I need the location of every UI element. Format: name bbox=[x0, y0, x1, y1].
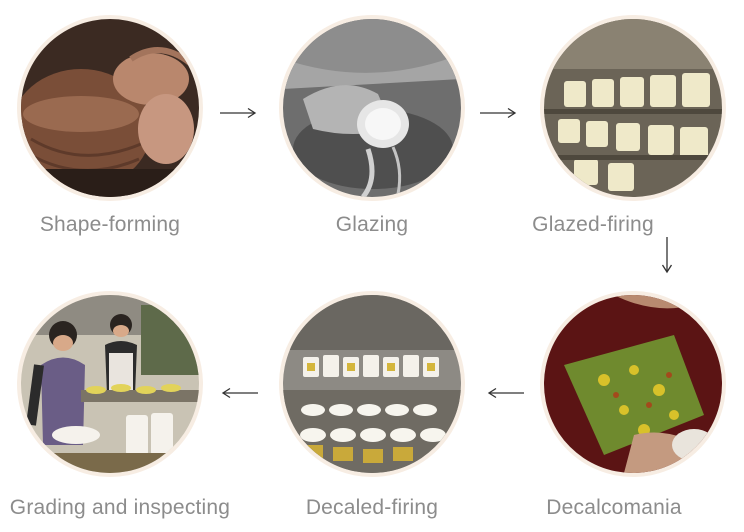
step-label-glazing: Glazing bbox=[335, 213, 409, 236]
arrow-left-icon bbox=[487, 387, 524, 399]
step-label-decaled-firing: Decaled-firing bbox=[305, 496, 439, 519]
step-shape-forming bbox=[17, 15, 203, 201]
arrow-right-icon bbox=[480, 107, 517, 119]
step-decaled-firing bbox=[279, 291, 465, 477]
clay-pottery-wheel-photo bbox=[21, 19, 199, 197]
workers-inspecting-ware-photo bbox=[21, 295, 199, 473]
decaled-mugs-in-kiln-photo bbox=[283, 295, 461, 473]
step-label-glazed-firing: Glazed-firing bbox=[532, 213, 654, 236]
step-decalcomania bbox=[540, 291, 726, 477]
step-glazing bbox=[279, 15, 465, 201]
dipping-cup-in-glaze-photo bbox=[283, 19, 461, 197]
step-label-grading-and-inspecting: Grading and inspecting bbox=[9, 496, 231, 519]
arrow-right-icon bbox=[220, 107, 257, 119]
applying-floral-decal-photo bbox=[544, 295, 722, 473]
step-label-shape-forming: Shape-forming bbox=[39, 213, 181, 236]
arrow-left-icon bbox=[221, 387, 258, 399]
step-grading-and-inspecting bbox=[17, 291, 203, 477]
step-glazed-firing bbox=[540, 15, 726, 201]
arrow-down-icon bbox=[661, 237, 673, 274]
glazed-mugs-on-racks-photo bbox=[544, 19, 722, 197]
step-label-decalcomania: Decalcomania bbox=[546, 496, 682, 519]
